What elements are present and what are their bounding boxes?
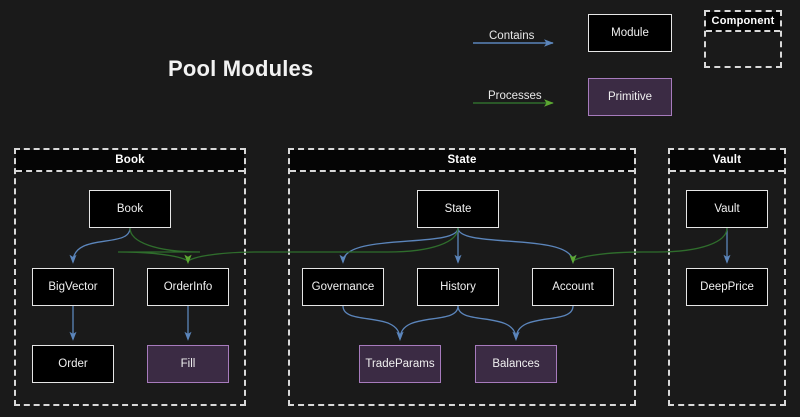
node-label-order: Order: [58, 358, 88, 370]
legend-processes-label: Processes: [488, 90, 542, 102]
node-fill[interactable]: Fill: [147, 345, 229, 383]
node-label-state: State: [444, 203, 472, 215]
page-title: Pool Modules: [168, 56, 314, 81]
legend-module-label: Module: [611, 27, 649, 39]
group-header-state: State: [290, 150, 634, 172]
group-vault: Vault: [668, 148, 786, 406]
node-state[interactable]: State: [417, 190, 499, 228]
node-history[interactable]: History: [417, 268, 499, 306]
legend-primitive-label: Primitive: [607, 91, 653, 103]
legend-contains-label: Contains: [489, 30, 535, 42]
legend-component-box: Component: [704, 10, 782, 68]
legend-component-label: Component: [711, 15, 775, 27]
group-label-vault: Vault: [712, 154, 742, 166]
node-order[interactable]: Order: [32, 345, 114, 383]
node-label-vault: Vault: [714, 203, 740, 215]
group-header-vault: Vault: [670, 150, 784, 172]
node-label-fill: Fill: [180, 358, 196, 370]
node-label-tradeparams: TradeParams: [365, 358, 435, 370]
node-label-book: Book: [116, 203, 144, 215]
node-bigvector[interactable]: BigVector: [32, 268, 114, 306]
node-label-orderinfo: OrderInfo: [163, 281, 213, 293]
node-label-account: Account: [552, 281, 594, 293]
group-label-book: Book: [115, 154, 145, 166]
node-deepprice[interactable]: DeepPrice: [686, 268, 768, 306]
node-account[interactable]: Account: [532, 268, 614, 306]
node-book[interactable]: Book: [89, 190, 171, 228]
node-label-balances: Balances: [492, 358, 540, 370]
group-book: Book: [14, 148, 246, 406]
node-balances[interactable]: Balances: [475, 345, 557, 383]
legend-module-box: Module: [588, 14, 672, 52]
node-orderinfo[interactable]: OrderInfo: [147, 268, 229, 306]
node-label-governance: Governance: [311, 281, 375, 293]
node-governance[interactable]: Governance: [302, 268, 384, 306]
legend-component-header: Component: [706, 12, 780, 32]
node-label-bigvector: BigVector: [48, 281, 98, 293]
group-header-book: Book: [16, 150, 244, 172]
node-label-history: History: [440, 281, 476, 293]
node-tradeparams[interactable]: TradeParams: [359, 345, 441, 383]
group-state: State: [288, 148, 636, 406]
legend-primitive-box: Primitive: [588, 78, 672, 116]
group-label-state: State: [447, 154, 477, 166]
node-vault[interactable]: Vault: [686, 190, 768, 228]
node-label-deepprice: DeepPrice: [700, 281, 754, 293]
